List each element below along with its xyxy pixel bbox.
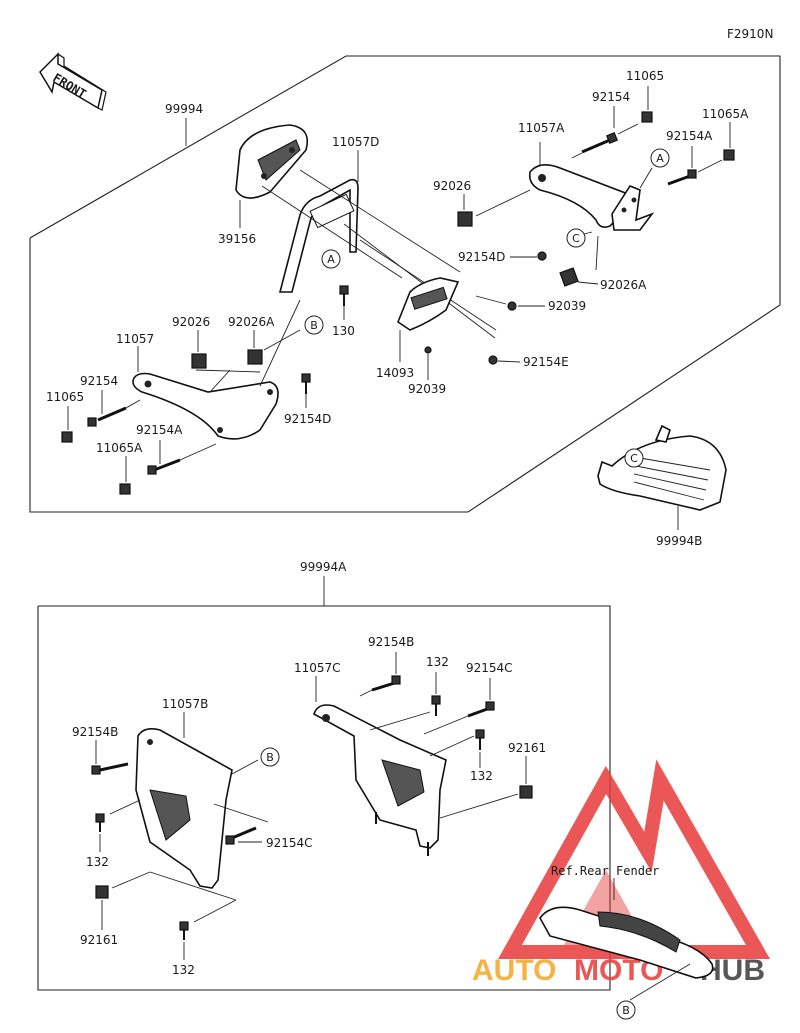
callout-b-fender: B [616, 1000, 636, 1020]
side-plate-11057A [528, 142, 633, 228]
spacer-92026-top [457, 189, 531, 227]
label-92154E: 92154E [523, 355, 569, 369]
front-arrow-icon: FRONT [39, 52, 107, 111]
label-92154-left: 92154 [80, 374, 118, 388]
label-132-top: 132 [426, 655, 449, 669]
callout-b-top: B [304, 315, 324, 335]
callout-a-right: A [650, 148, 670, 168]
label-132-left: 132 [86, 855, 109, 869]
nut-11065-left [61, 406, 73, 443]
label-11065-top: 11065 [626, 69, 664, 83]
bolt-132-mid [429, 729, 485, 768]
bolt-92154A-left [147, 440, 217, 475]
label-92161-right: 92161 [508, 741, 546, 755]
label-92039-b: 92039 [408, 382, 446, 396]
bolt-130 [339, 285, 349, 320]
label-132-mid: 132 [470, 769, 493, 783]
bottom-group-label: 99994A [300, 560, 347, 574]
screw-92039-b [424, 346, 432, 380]
bolt-92154B-left [91, 740, 129, 775]
reference-label: Ref.Rear Fender [551, 864, 659, 878]
top-group-label: 99994 [165, 102, 203, 116]
label-14093: 14093 [376, 366, 414, 380]
label-92154D-top: 92154D [458, 250, 505, 264]
label-92039-a: 92039 [548, 299, 586, 313]
callout-c-rack: C [624, 448, 644, 468]
label-92154D-left: 92154D [284, 412, 331, 426]
label-92154A-top: 92154A [666, 129, 713, 143]
svg-text:A: A [656, 152, 664, 165]
bolt-92154A-top [667, 146, 723, 186]
label-11057B: 11057B [162, 697, 208, 711]
bolt-92154C-left [213, 803, 269, 845]
bolt-132-bottom [179, 899, 237, 960]
label-92154A-left: 92154A [136, 423, 183, 437]
backrest-frame-11057D [278, 150, 359, 293]
rear-fender-ref [539, 878, 714, 1001]
svg-text:B: B [622, 1004, 630, 1017]
bolt-92154B-right [359, 652, 401, 697]
nut-92161-right [439, 756, 533, 819]
figure-code: F2910N [727, 27, 773, 41]
spacer-92026-left [191, 330, 207, 369]
svg-text:A: A [327, 253, 335, 266]
callout-b-left: B [260, 747, 280, 767]
label-92026A-top: 92026A [600, 278, 647, 292]
bolt-92154D-left [301, 373, 311, 408]
backrest-bracket-14093 [397, 277, 460, 362]
watermark-triangle-icon [498, 759, 771, 959]
label-11065A-top: 11065A [702, 107, 749, 121]
nut-11065A-left [119, 456, 131, 495]
label-11057C: 11057C [294, 661, 341, 675]
bolt-132-top [369, 672, 441, 731]
spacer-92026A-left [247, 329, 301, 365]
spacer-92026A-top [559, 267, 599, 287]
label-92154B-right: 92154B [368, 635, 414, 649]
callout-c-right: C [566, 228, 586, 248]
side-plate-11057B [135, 712, 259, 889]
nut-92161-left [95, 871, 237, 930]
svg-text:B: B [266, 751, 274, 764]
label-11065-left: 11065 [46, 390, 84, 404]
bolt-92154C-right [423, 678, 495, 735]
side-plate-11057 [132, 346, 279, 440]
label-92161-left: 92161 [80, 933, 118, 947]
nut-11065-top [641, 86, 653, 123]
label-11057D: 11057D [332, 135, 379, 149]
label-92154C-left: 92154C [266, 836, 313, 850]
label-11057: 11057 [116, 332, 154, 346]
label-92154C-right: 92154C [466, 661, 513, 675]
seat-pad-39156 [235, 124, 309, 228]
bolt-92154D-top [510, 251, 547, 261]
carrier-rack-99994B [597, 424, 727, 530]
bolt-132-left [95, 799, 141, 852]
bolt-92154E [488, 355, 521, 365]
label-130: 130 [332, 324, 355, 338]
label-92026A-left: 92026A [228, 315, 275, 329]
label-92026-left: 92026 [172, 315, 210, 329]
label-39156: 39156 [218, 232, 256, 246]
label-11057A: 11057A [518, 121, 565, 135]
label-92154-top: 92154 [592, 90, 630, 104]
watermark-logo: AUTO MOTO HUB [472, 759, 771, 987]
label-11065A-left: 11065A [96, 441, 143, 455]
label-92154B-left: 92154B [72, 725, 118, 739]
label-99994B: 99994B [656, 534, 702, 548]
svg-text:B: B [310, 319, 318, 332]
bolt-92154-top [571, 106, 639, 159]
bottom-group-frame: 99994A [37, 560, 611, 991]
callout-a-left: A [321, 249, 341, 269]
side-plate-11057C [313, 676, 447, 856]
label-132-bottom: 132 [172, 963, 195, 977]
nut-11065A-top [723, 122, 735, 161]
svg-text:C: C [630, 452, 638, 465]
screw-92039-a [475, 295, 545, 311]
bolt-92154-left [87, 390, 141, 427]
top-group-frame: 99994 [29, 55, 781, 513]
svg-text:C: C [572, 232, 580, 245]
watermark-text-auto: AUTO [472, 954, 556, 987]
label-92026-top: 92026 [433, 179, 471, 193]
